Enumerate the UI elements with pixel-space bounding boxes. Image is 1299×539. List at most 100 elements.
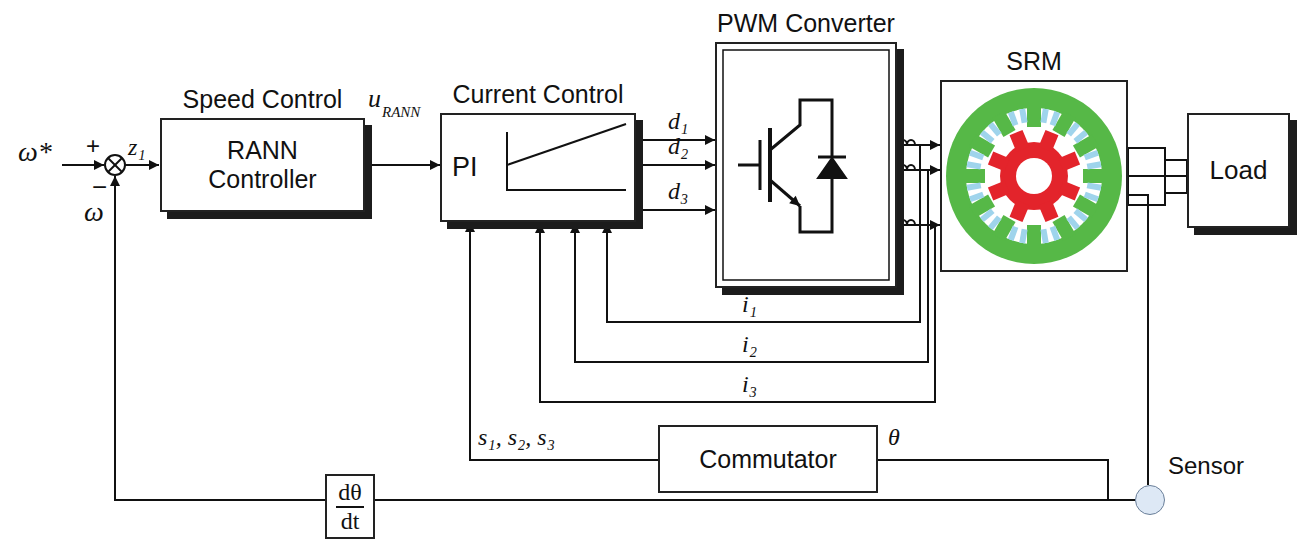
load-box: Load xyxy=(1187,113,1290,228)
signal-name: i₁ xyxy=(742,291,757,318)
coil xyxy=(1050,226,1060,241)
rotor-pole xyxy=(1010,200,1030,222)
sign: + xyxy=(86,132,100,160)
coil xyxy=(1066,122,1080,137)
igbt-emitter xyxy=(800,176,832,232)
coil xyxy=(1019,229,1027,244)
commutator-box: Commutator xyxy=(658,425,878,493)
signal-name: z₁ xyxy=(128,134,146,161)
box-body: Commutator xyxy=(660,427,876,491)
stator-pole xyxy=(963,169,985,183)
pi-ramp xyxy=(507,124,626,165)
coil xyxy=(967,161,982,169)
signal-name: s₁, s₂, s₃ xyxy=(478,424,555,451)
igbt-collector xyxy=(770,100,832,158)
signal-name: ω xyxy=(84,196,104,228)
box-label: Commutator xyxy=(699,445,837,474)
box-label: RANN Controller xyxy=(170,136,355,194)
igbt-gate xyxy=(759,140,762,190)
stator-pole xyxy=(1027,105,1041,127)
signal-name: d₁ xyxy=(668,108,688,135)
signal-name: u xyxy=(368,84,381,114)
rotor-pole xyxy=(1010,130,1030,152)
igbt-gate xyxy=(738,164,760,167)
speed-feedback-line xyxy=(115,176,325,500)
coil xyxy=(980,208,995,222)
signal-line xyxy=(365,164,440,166)
pi-axes xyxy=(507,132,626,190)
signal-name: d₃ xyxy=(668,178,688,205)
signal-name: d₂ xyxy=(668,133,688,160)
converter-box: PWM Converter xyxy=(715,42,897,288)
coil xyxy=(980,130,995,144)
summing-cross xyxy=(108,158,122,172)
summing-junction xyxy=(105,155,125,175)
coil xyxy=(1008,111,1018,126)
coil xyxy=(967,182,982,190)
coil xyxy=(988,215,1002,230)
controller-box: Speed ControlRANN Controller xyxy=(160,118,365,212)
box-body: Load xyxy=(1189,115,1288,226)
rotor-pole xyxy=(988,152,1010,172)
box-body: dθdt xyxy=(327,476,373,537)
block-heading: PWM Converter xyxy=(717,9,895,38)
motor-box: SRM xyxy=(940,80,1128,272)
coil xyxy=(1073,208,1088,222)
coil xyxy=(1087,161,1102,169)
shaft-bore xyxy=(1016,158,1052,194)
coil xyxy=(1040,229,1048,244)
signal-line xyxy=(897,169,940,171)
coil xyxy=(988,122,1002,137)
box-label: Load xyxy=(1210,156,1268,186)
signal-line xyxy=(375,499,1135,501)
signal-subscript: RANN xyxy=(382,104,420,121)
coil xyxy=(969,192,984,202)
signal-name: θ xyxy=(888,424,900,451)
coil xyxy=(969,150,984,160)
coil xyxy=(1008,226,1018,241)
block-heading: Speed Control xyxy=(183,85,343,114)
signal-line xyxy=(1128,175,1187,177)
signal-name: i₂ xyxy=(742,331,757,358)
coil xyxy=(1040,109,1048,124)
block-heading: SRM xyxy=(1006,47,1062,76)
srm-cross-section xyxy=(946,88,1122,264)
coil xyxy=(1073,130,1088,144)
stator-pole xyxy=(1027,225,1041,247)
current-feedback xyxy=(607,145,920,322)
block-heading: Current Control xyxy=(453,80,624,109)
rotor-core xyxy=(1000,142,1068,210)
rotor-pole xyxy=(1039,200,1059,222)
igbt-base xyxy=(768,128,772,202)
box-body: RANN Controller xyxy=(162,120,363,210)
sensor-circle: Sensor xyxy=(1135,485,1165,515)
rotor-pole xyxy=(1058,181,1080,201)
igbt-emitter xyxy=(770,180,800,206)
controller-box: Current ControlPI xyxy=(440,113,636,222)
signal-name: i₃ xyxy=(742,371,757,398)
box-body: PI xyxy=(442,115,634,220)
coil xyxy=(1050,111,1060,126)
coil xyxy=(1087,182,1102,190)
derivative-box: dθdt xyxy=(325,474,375,539)
signal-line xyxy=(878,460,1135,500)
signal-line xyxy=(470,222,658,460)
current-feedback xyxy=(575,170,928,362)
rotor-pole xyxy=(1058,152,1080,172)
rotor-pole xyxy=(988,181,1010,201)
signal-line xyxy=(1128,195,1148,485)
reference-speed: ω* xyxy=(18,136,52,168)
error-line xyxy=(125,164,159,166)
signal-line xyxy=(897,224,940,226)
diode-symbol xyxy=(818,158,846,178)
converter-inner-frame xyxy=(723,50,889,280)
sensor-label: Sensor xyxy=(1168,452,1244,480)
current-feedback xyxy=(540,223,935,402)
fraction-denominator: dt xyxy=(341,508,360,534)
coil xyxy=(1084,150,1099,160)
controller-type: PI xyxy=(452,152,478,183)
summing-cross xyxy=(108,158,122,172)
stator-yoke xyxy=(946,88,1122,264)
signal-line xyxy=(636,209,715,211)
